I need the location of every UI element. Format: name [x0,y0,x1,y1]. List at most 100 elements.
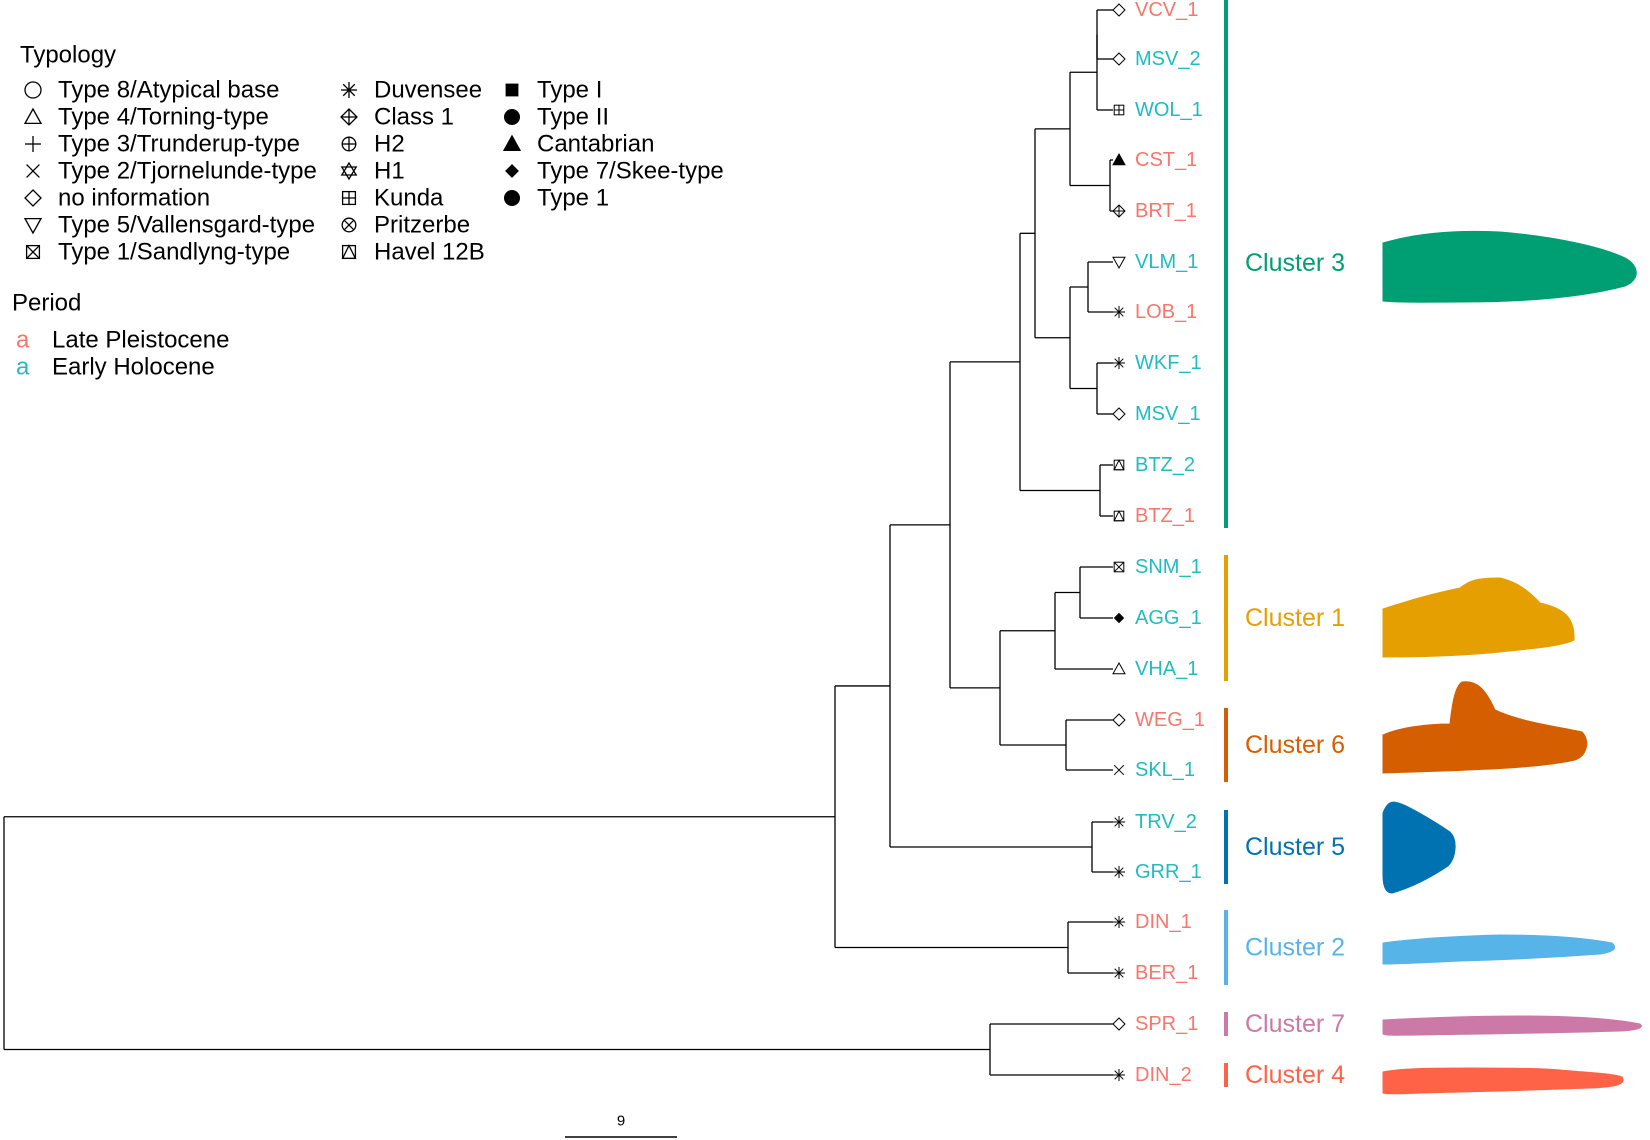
cluster-shape-outline [1382,1067,1624,1095]
typology-legend-item: H1 [374,158,405,185]
square-triangle-icon [1113,510,1125,522]
asterisk-icon [1113,967,1125,979]
leaf-label: BTZ_1 [1135,505,1195,527]
typology-legend-item: Class 1 [374,104,454,131]
asterisk-icon [1113,357,1125,369]
cluster-shape-outline [1382,230,1637,303]
leaf-label: SNM_1 [1135,556,1202,578]
asterisk-icon [341,82,357,98]
typology-legend-item: Type 1/Sandlyng-type [58,239,290,266]
diamond-open-icon [1112,52,1126,66]
asterisk-icon [1113,306,1125,318]
circle-open-icon [24,81,42,99]
typology-legend-item: Cantabrian [537,131,654,158]
square-triangle-icon [341,244,357,260]
period-legend-item: Late Pleistocene [52,327,229,354]
leaf-label: CST_1 [1135,149,1197,171]
typology-legend-item: Type 4/Torning-type [58,104,269,131]
typology-legend-item: Kunda [374,185,444,212]
leaf-label: SKL_1 [1135,759,1195,781]
plus-icon [25,136,41,152]
diamond-open-icon [1112,713,1126,727]
triangle-down-open-icon [23,217,43,235]
leaf-label: BTZ_2 [1135,454,1195,476]
cluster-label: Cluster 2 [1245,934,1345,962]
leaf-label: VCV_1 [1135,0,1198,21]
leaf-label: MSV_1 [1135,403,1201,425]
diamond-plus-icon [340,108,358,126]
leaf-label: DIN_1 [1135,911,1192,933]
leaf-label: AGG_1 [1135,607,1202,629]
cluster-shape-outline [1382,801,1456,894]
leaf-label: BRT_1 [1135,200,1197,222]
typology-legend-item: Type 7/Skee-type [537,158,724,185]
typology-legend-item: Pritzerbe [374,212,470,239]
circle-cross-icon [341,217,357,233]
circle-filled-icon [504,109,520,125]
asterisk-icon [1113,816,1125,828]
tree-leaves: VCV_1MSV_2WOL_1CST_1BRT_1VLM_1LOB_1WKF_1… [1112,0,1205,1086]
typology-legend-item: no information [58,185,210,212]
diamond-open-icon [1112,1017,1126,1031]
typology-legend-item: Type I [537,77,602,104]
square-cross-icon [25,244,41,260]
triangle-up-open-icon [23,107,43,125]
asterisk-icon [1113,1069,1125,1081]
circle-filled-icon [504,190,520,206]
cluster-shape-outline [1382,1015,1642,1036]
cluster-shape-outline [1382,577,1575,658]
leaf-label: WKF_1 [1135,352,1202,374]
square-filled-icon [505,83,519,97]
diamond-open-icon [1112,3,1126,17]
scale-bar: 9 [565,1113,677,1138]
leaf-label: TRV_2 [1135,811,1197,833]
star-of-david-icon [340,161,358,181]
cluster-shape-outline [1382,934,1616,965]
period-legend-title: Period [12,290,81,317]
diamond-open-icon [1112,407,1126,421]
diamond-plus-icon [1112,204,1126,218]
triangle-filled-icon [1112,152,1126,166]
period-legend-item: Early Holocene [52,354,215,381]
typology-legend-item: H2 [374,131,405,158]
cluster-label: Cluster 3 [1245,249,1345,277]
typology-legend-title: Typology [20,42,116,69]
typology-legend-item: Havel 12B [374,239,485,266]
leaf-label: WEG_1 [1135,709,1205,731]
leaf-label: BER_1 [1135,962,1198,984]
cluster-label: Cluster 6 [1245,731,1345,759]
circle-plus-icon [341,136,357,152]
leaf-label: MSV_2 [1135,48,1201,70]
diamond-filled-icon [505,164,519,178]
typology-legend-item: Type 3/Trunderup-type [58,131,300,158]
leaf-label: SPR_1 [1135,1013,1198,1035]
cluster-label: Cluster 5 [1245,833,1345,861]
typology-legend-item: Type 8/Atypical base [58,77,279,104]
diamond-filled-icon [1113,612,1125,624]
scale-bar-label: 9 [617,1113,625,1130]
tree-branches [3,9,1113,1076]
square-cross-icon [1113,561,1125,573]
asterisk-icon [1113,916,1125,928]
asterisk-icon [1113,866,1125,878]
triangle-filled-icon [502,134,522,152]
square-plus-icon [1113,104,1125,116]
triangle-up-open-icon [1112,661,1126,675]
typology-legend-item: Type 2/Tjornelunde-type [58,158,317,185]
leaf-label: VLM_1 [1135,251,1198,273]
leaf-label: VHA_1 [1135,658,1198,680]
typology-legend-item: Type II [537,104,609,131]
leaf-label: DIN_2 [1135,1064,1192,1086]
square-triangle-icon [1113,459,1125,471]
leaf-label: LOB_1 [1135,301,1197,323]
cross-icon [26,164,40,178]
leaf-label: GRR_1 [1135,861,1202,883]
cross-icon [1113,764,1125,776]
square-plus-icon [341,190,357,206]
typology-legend-item: Type 5/Vallensgard-type [58,212,315,239]
cluster-shape-outline [1382,681,1588,774]
period-color-swatch: a [16,327,30,354]
